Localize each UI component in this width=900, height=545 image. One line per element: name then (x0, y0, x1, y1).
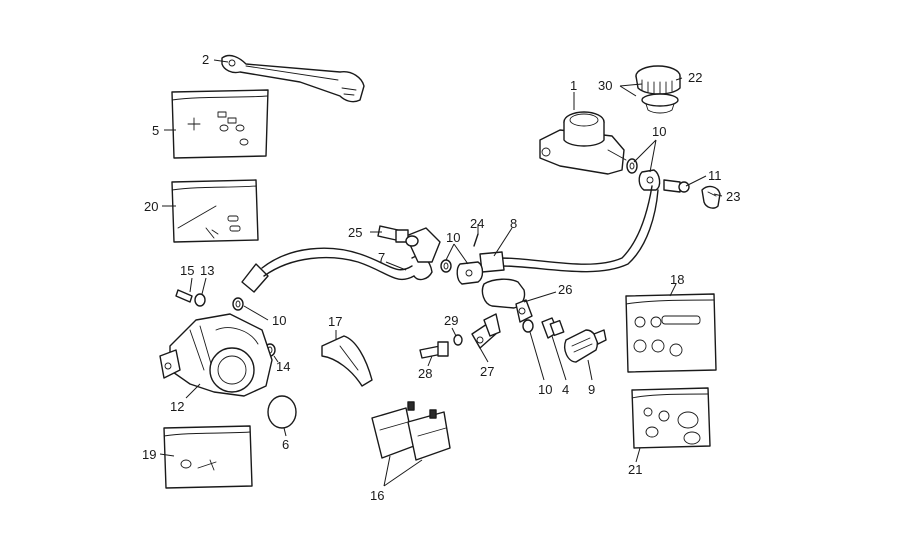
label-8: 8 (510, 216, 517, 231)
part-4-bleed-valve (541, 317, 565, 339)
part-1-master-cylinder (539, 111, 627, 175)
part-13-washer (194, 293, 206, 307)
label-1: 1 (570, 78, 577, 93)
part-6-seal (267, 395, 297, 429)
part-25-bolt (377, 225, 419, 247)
label-26: 26 (558, 282, 572, 297)
part-labels: 2 5 20 1 30 22 10 11 23 8 24 25 10 7 18 … (142, 52, 740, 503)
part-10-washer-caliper (232, 297, 244, 311)
part-10-washer-lower (522, 319, 534, 333)
label-27: 27 (480, 364, 494, 379)
label-21: 21 (628, 462, 642, 477)
label-11: 11 (708, 168, 722, 183)
label-12: 12 (170, 399, 184, 414)
part-10-washers-top (626, 158, 661, 191)
part-18-repair-kit-bag (625, 293, 717, 373)
part-28-bolt (419, 341, 449, 359)
part-27-bracket (471, 313, 501, 349)
part-17-pad-spring (321, 335, 373, 387)
label-10-d: 10 (538, 382, 552, 397)
label-18: 18 (670, 272, 684, 287)
label-30: 30 (598, 78, 612, 93)
label-23: 23 (726, 189, 740, 204)
part-20-pin-bag (171, 179, 259, 243)
label-20: 20 (144, 199, 158, 214)
label-7: 7 (378, 250, 385, 265)
part-19-bleeder-bag (163, 425, 253, 489)
label-15: 15 (180, 263, 194, 278)
label-10-b: 10 (446, 230, 460, 245)
part-10-washers-middle (440, 259, 452, 273)
part-23-dust-cap (701, 185, 721, 209)
label-16: 16 (370, 488, 384, 503)
part-2-brake-lever (221, 54, 365, 103)
part-22-reservoir-cap (635, 65, 681, 114)
label-24: 24 (470, 216, 484, 231)
label-14: 14 (276, 359, 290, 374)
label-28: 28 (418, 366, 432, 381)
label-29: 29 (444, 313, 458, 328)
part-21-seal-kit-bag (631, 387, 711, 449)
label-13: 13 (200, 263, 214, 278)
label-5: 5 (152, 123, 159, 138)
leader-lines (159, 59, 723, 487)
label-25: 25 (348, 225, 362, 240)
part-29-washer (453, 334, 463, 346)
part-9-brake-light-switch (564, 329, 607, 363)
label-10-a: 10 (652, 124, 666, 139)
part-8-brake-hose-upper (456, 185, 659, 285)
label-19: 19 (142, 447, 156, 462)
part-24-pin (473, 233, 479, 247)
part-16-brake-pads (371, 401, 451, 461)
label-9: 9 (588, 382, 595, 397)
label-10-c: 10 (272, 313, 286, 328)
part-11-banjo-bolt (663, 179, 690, 193)
label-22: 22 (688, 70, 702, 85)
label-2: 2 (202, 52, 209, 67)
part-15-bolt (175, 289, 193, 303)
part-26-hose-union (481, 278, 533, 323)
label-17: 17 (328, 314, 342, 329)
part-12-brake-caliper (159, 313, 273, 397)
label-6: 6 (282, 437, 289, 452)
label-4: 4 (562, 382, 569, 397)
part-5-hardware-bag (171, 89, 269, 159)
